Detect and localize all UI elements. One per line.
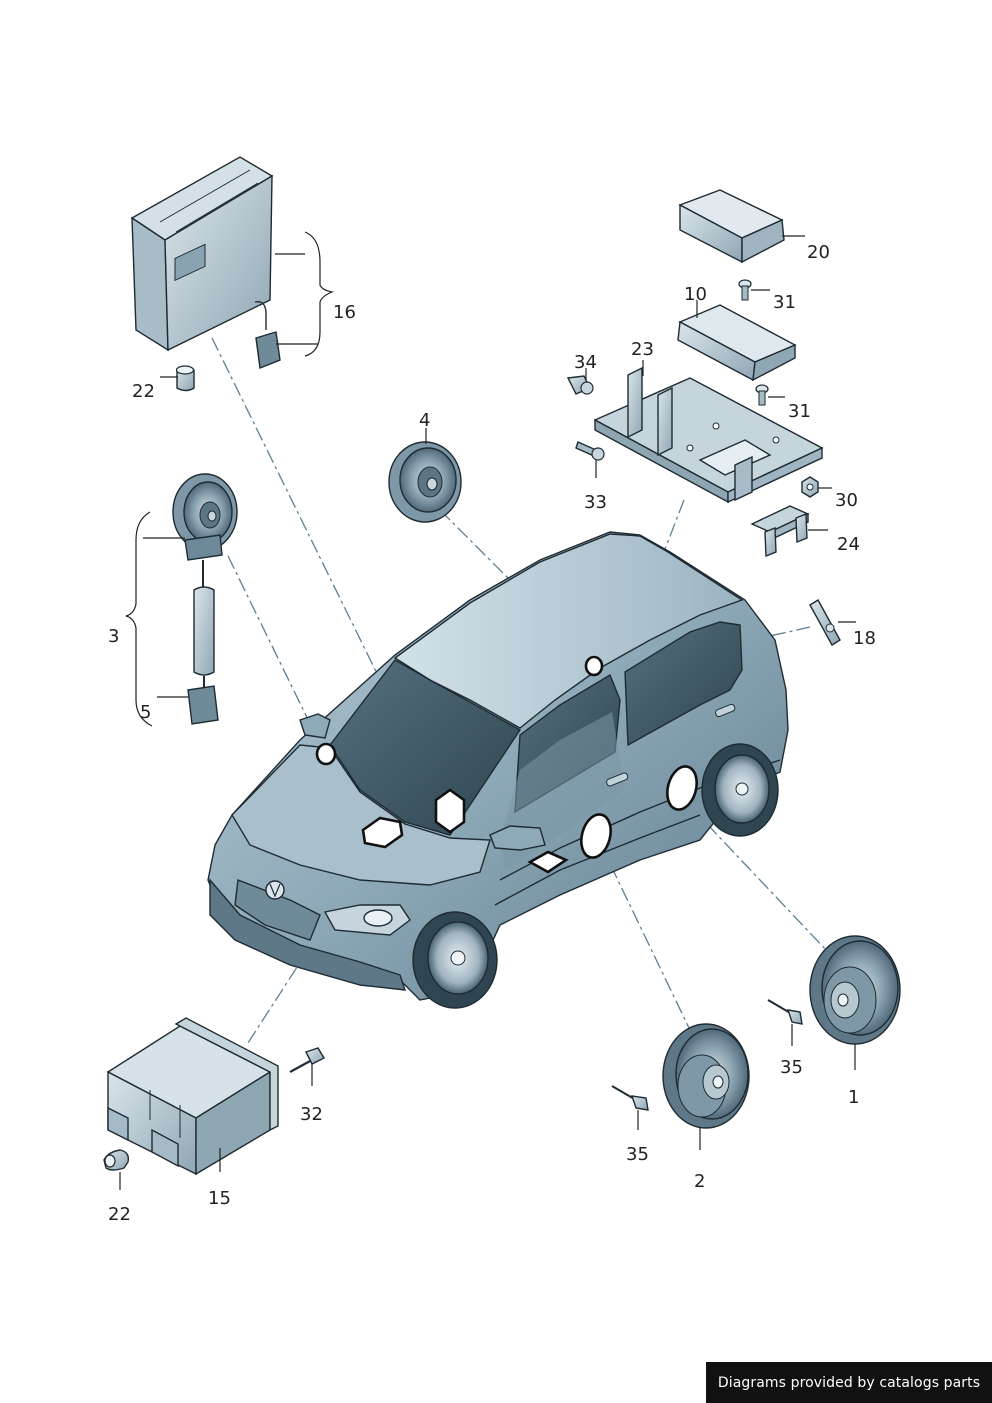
part-15-control-unit (106, 1017, 279, 1176)
callout-5: 5 (140, 702, 151, 723)
part-20-cover (678, 189, 785, 264)
callout-35-left: 35 (626, 1144, 649, 1165)
callout-15: 15 (208, 1188, 231, 1209)
part-1-speaker (809, 935, 901, 1045)
part-10-module (677, 304, 797, 382)
part-4-tweeter (388, 441, 462, 523)
part-30-nut (801, 476, 819, 498)
part-33-screw (575, 441, 605, 461)
callout-24: 24 (837, 534, 860, 555)
location-markers (315, 655, 698, 874)
part-3-tweeter-assembly (172, 473, 238, 725)
callout-32: 32 (300, 1104, 323, 1125)
part-35-rivet-right (767, 999, 803, 1025)
part-34-clip (566, 375, 594, 395)
part-31-screw-top (738, 279, 752, 301)
callout-3: 3 (108, 626, 119, 647)
part-35-rivet-left (611, 1085, 649, 1111)
callout-22-bottom: 22 (108, 1204, 131, 1225)
part-24-bracket (750, 505, 810, 558)
callout-34: 34 (574, 352, 597, 373)
callout-35-right: 35 (780, 1057, 803, 1078)
callout-1: 1 (848, 1087, 859, 1108)
callout-30: 30 (835, 490, 858, 511)
callout-18: 18 (853, 628, 876, 649)
part-31-screw-mid (755, 384, 769, 406)
callout-2: 2 (694, 1171, 705, 1192)
callout-31-top: 31 (773, 292, 796, 313)
callout-20: 20 (807, 242, 830, 263)
callout-22-top: 22 (132, 381, 155, 402)
part-23-bracket (593, 366, 824, 504)
callout-33: 33 (584, 492, 607, 513)
part-16-control-unit (130, 156, 281, 369)
callout-31-mid: 31 (788, 401, 811, 422)
callout-16: 16 (333, 302, 356, 323)
part-18-sensor (809, 599, 841, 646)
callout-23: 23 (631, 339, 654, 360)
credit-banner: Diagrams provided by catalogs parts (706, 1362, 992, 1403)
part-32-screw (289, 1047, 325, 1073)
part-22-nut-bottom (103, 1149, 130, 1171)
part-2-speaker (662, 1023, 750, 1129)
part-22-nut-top (175, 365, 195, 392)
callout-10: 10 (684, 284, 707, 305)
callout-4: 4 (419, 410, 430, 431)
vehicle-illustration (207, 531, 789, 1009)
